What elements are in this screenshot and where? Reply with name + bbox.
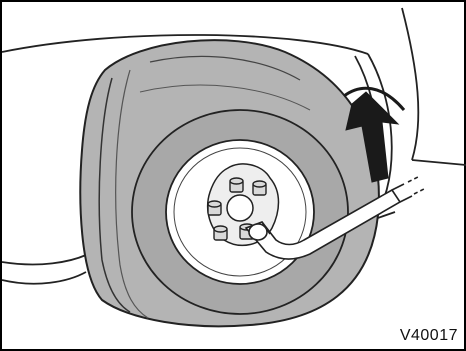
hub-center <box>227 195 253 221</box>
figure-code: V40017 <box>400 327 458 345</box>
wheel-disc-icon <box>166 140 314 284</box>
lug-nut-top-right <box>253 181 266 195</box>
lug-nut-left <box>208 201 221 215</box>
lug-nut-bottom-left <box>214 226 227 240</box>
lug-nut-top-left <box>230 178 243 192</box>
